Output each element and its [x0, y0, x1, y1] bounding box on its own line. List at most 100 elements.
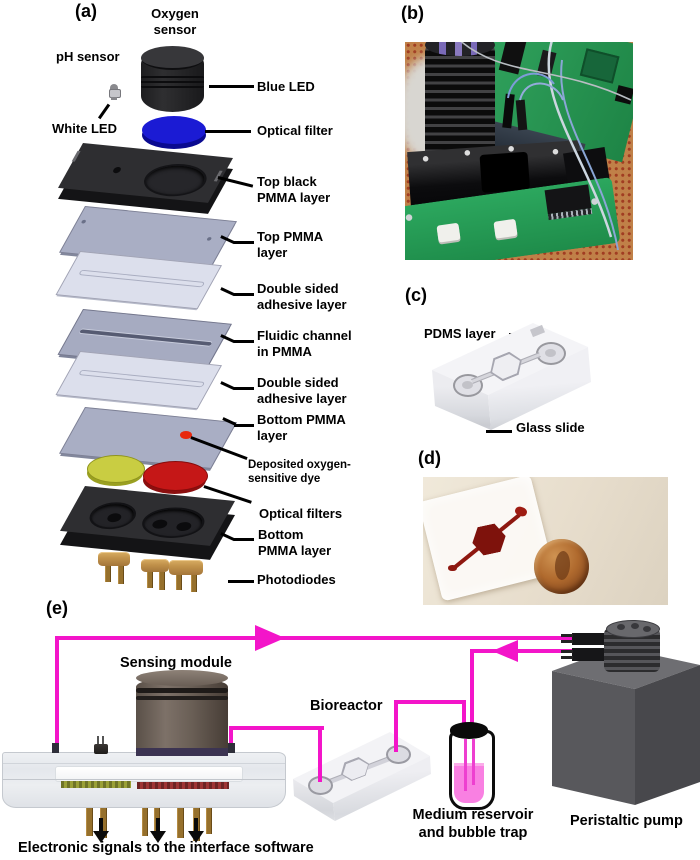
label-ph-sensor: pH sensor	[56, 49, 120, 64]
pump-head-top	[606, 620, 660, 638]
blue-led-leader-line	[209, 85, 254, 88]
reservoir-inner-tube	[464, 739, 467, 791]
slab-layer-line	[3, 763, 285, 764]
label-fluidic-channel: Fluidic channel in PMMA	[257, 328, 352, 360]
label-photodiodes: Photodiodes	[257, 572, 336, 587]
bioreactor-chip	[288, 726, 438, 826]
filter-recess-right	[134, 504, 212, 541]
red-filter-disc	[143, 461, 208, 491]
adhesive-top-leader	[220, 287, 236, 296]
label-adhesive-top: Double sided adhesive layer	[257, 281, 347, 313]
top-pmma-dash	[234, 241, 254, 244]
fitting-prong	[561, 640, 573, 643]
photodiode-leg	[118, 566, 124, 584]
photodiode-cap	[141, 559, 169, 572]
photodiode-leg	[177, 805, 184, 838]
tube-fitting-left	[52, 743, 59, 753]
bottom-pmma-dash	[234, 424, 254, 427]
chip-port-left	[453, 374, 483, 397]
cylinder-groove	[136, 696, 228, 700]
led-recess	[136, 161, 215, 199]
label-pdms-layer: PDMS layer	[424, 326, 496, 341]
led-pin	[97, 736, 99, 744]
adhesive-bottom-dash	[234, 387, 254, 390]
photodiode-leg	[159, 572, 165, 590]
tube-bioreactor-to-module-horizontal	[229, 726, 324, 730]
module-led-component	[94, 744, 108, 754]
module-slab	[2, 752, 286, 808]
label-top-pmma: Top PMMA layer	[257, 229, 324, 261]
red-filter-strip	[137, 782, 229, 789]
port-hole	[462, 381, 473, 389]
label-optical-filters: Optical filters	[259, 506, 343, 521]
label-electronic-signals: Electronic signals to the interface soft…	[18, 840, 314, 856]
photodiode-leg	[86, 802, 93, 836]
flow-arrow-left-icon	[492, 640, 518, 662]
glass-dash	[486, 430, 512, 433]
peristaltic-pump	[545, 620, 700, 815]
label-oxygen-sensor: Oxygen sensor	[151, 6, 199, 38]
photodiode-cap	[169, 560, 203, 575]
adhesive-slot	[78, 369, 206, 388]
label-bioreactor: Bioreactor	[310, 698, 383, 714]
cylinder-base-band	[136, 748, 228, 756]
oxygen-dye-dot	[180, 431, 192, 439]
flow-arrow-right-icon	[255, 625, 285, 651]
signal-arrow-head-icon	[188, 831, 204, 843]
fluidic-dash	[234, 340, 254, 343]
photodiodes-dash	[228, 580, 254, 583]
slab-channel-strip	[55, 766, 243, 782]
pump-tube-fitting	[572, 648, 606, 661]
adhesive-top-dash	[234, 293, 254, 296]
adhesive-bottom-leader	[220, 381, 236, 390]
label-sensing-module: Sensing module	[120, 655, 232, 671]
signal-arrow-head-icon	[150, 831, 166, 843]
photo-sensing-electronics	[405, 42, 633, 260]
label-adhesive-bottom: Double sided adhesive layer	[257, 375, 347, 407]
label-medium-reservoir: Medium reservoir and bubble trap	[412, 807, 534, 842]
label-optical-filter: Optical filter	[257, 123, 333, 138]
optical-filter-leader-line	[205, 130, 251, 133]
pump-right-face	[635, 665, 700, 805]
panel-d-tag: (d)	[418, 448, 441, 468]
label-glass-slide: Glass slide	[516, 420, 585, 435]
penny-bust	[554, 550, 571, 581]
label-peristaltic-pump: Peristaltic pump	[570, 813, 683, 829]
cylinder-groove	[136, 688, 228, 693]
port-hole	[545, 349, 556, 357]
pump-tube-fitting	[572, 633, 606, 645]
reservoir-cap	[450, 722, 488, 739]
pump-roller	[631, 623, 639, 629]
panel-c-tag: (c)	[405, 285, 427, 305]
tube-fitting-right	[228, 743, 235, 753]
penny	[534, 539, 589, 594]
slab-layer-line	[3, 779, 285, 780]
label-top-black-pmma: Top black PMMA layer	[257, 174, 331, 206]
tube-pump-to-reservoir-horizontal	[472, 649, 610, 653]
edge-slot-left	[71, 150, 81, 162]
module-cylinder-top	[136, 670, 228, 686]
bottom-pmma-plate	[59, 407, 237, 469]
heatsink-cylinder	[425, 42, 495, 164]
fitting-prong	[561, 656, 573, 659]
photo-chip-with-penny	[423, 477, 668, 605]
led-pin	[102, 736, 104, 744]
label-bottom-pmma: Bottom PMMA layer	[257, 412, 346, 444]
white-led-dome	[110, 84, 118, 90]
panel-e-tag: (e)	[46, 598, 68, 618]
white-led-base	[111, 97, 117, 100]
pump-roller	[617, 624, 625, 630]
tube-into-bioreactor-left-port	[318, 726, 322, 782]
signal-arrow-shaft	[194, 818, 198, 832]
panel-a-tag: (a)	[75, 1, 97, 21]
yellow-filter-disc	[87, 455, 145, 483]
chip-port-right	[536, 342, 566, 365]
label-deposited-dye: Deposited oxygen- sensitive dye	[248, 459, 351, 486]
port-hole-dot	[80, 219, 87, 224]
reservoir-inner-tube	[472, 739, 475, 785]
label-bottom-black-pmma: Bottom PMMA layer	[258, 527, 332, 559]
tube-module-to-pump-horizontal	[55, 636, 606, 640]
bottom-black-dash	[234, 538, 254, 541]
photodiode-leg	[105, 566, 111, 582]
